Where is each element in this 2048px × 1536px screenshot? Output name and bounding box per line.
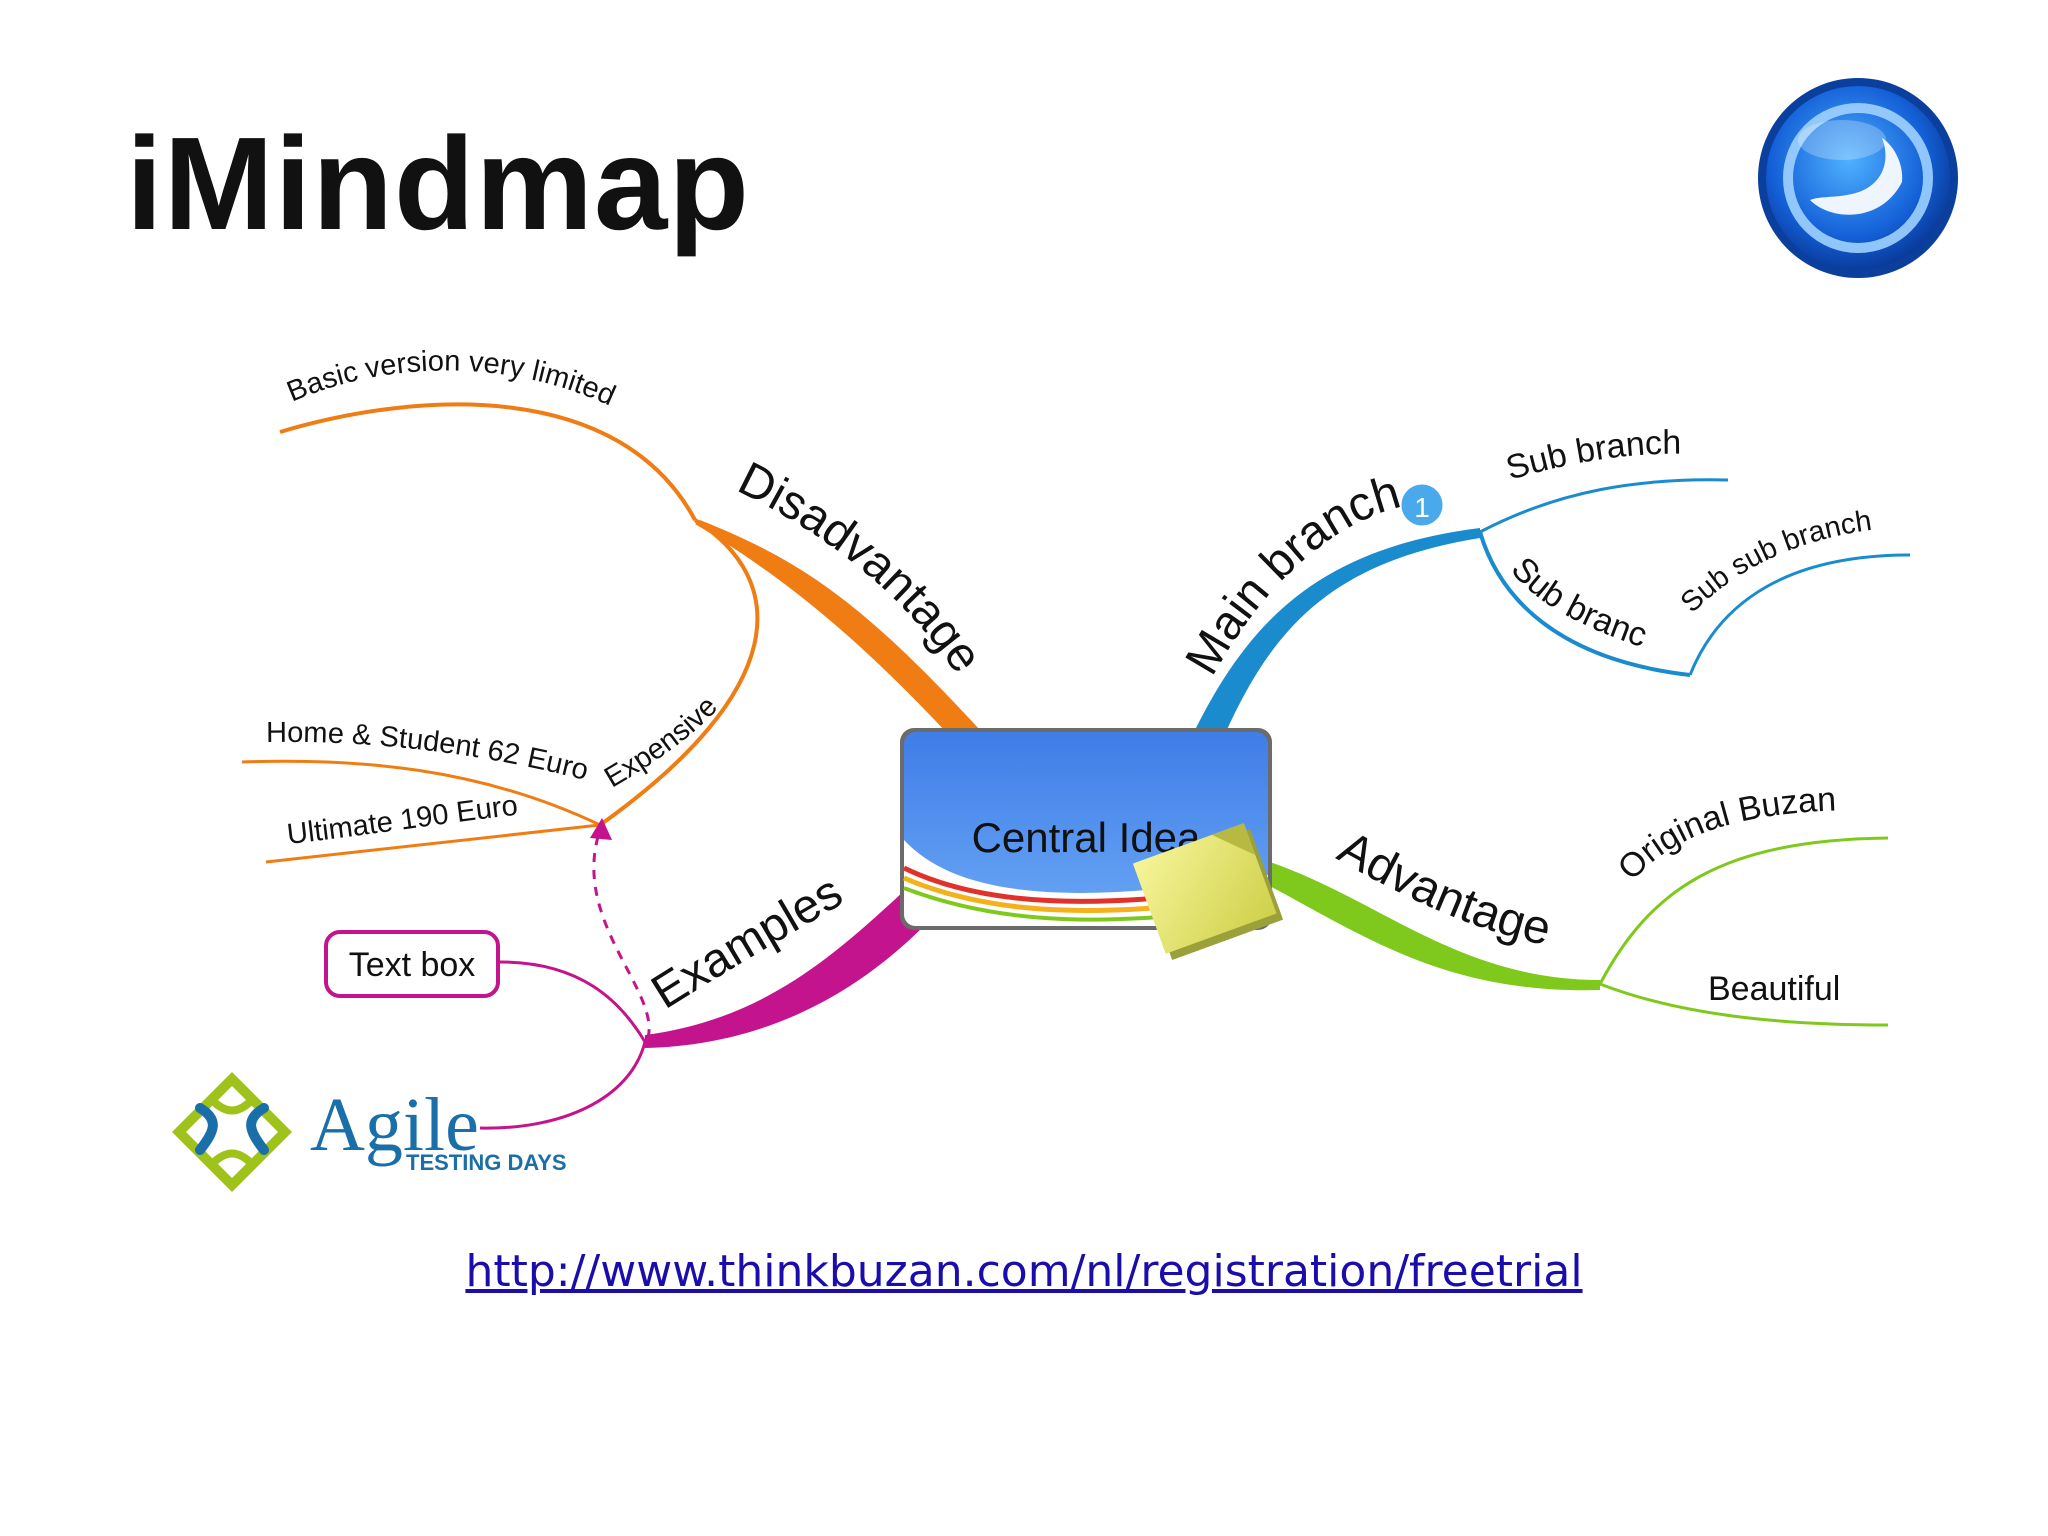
svg-text:Basic version very limited: Basic version very limited bbox=[282, 345, 620, 412]
label-beautiful: Beautiful bbox=[1708, 970, 1840, 1008]
svg-text:Original Buzan: Original Buzan bbox=[1611, 780, 1837, 887]
info-badge-icon: 1 bbox=[1398, 481, 1446, 529]
label-original-buzan: Original Buzan bbox=[1611, 780, 1837, 887]
freetrial-link[interactable]: http://www.thinkbuzan.com/nl/registratio… bbox=[465, 1246, 1583, 1297]
agile-logo-icon bbox=[172, 1072, 292, 1192]
info-badge-number: 1 bbox=[1414, 492, 1430, 523]
branch-examples bbox=[479, 818, 925, 1130]
agile-logo-tagline: TESTING DAYS bbox=[406, 1150, 567, 1175]
label-main-branch: Main branch bbox=[1176, 466, 1407, 684]
branch-advantages bbox=[1268, 836, 1889, 1027]
textbox-node: Text box bbox=[324, 930, 500, 998]
svg-text:Sub branch: Sub branch bbox=[0, 0, 1652, 655]
branch-disadvantages bbox=[241, 402, 980, 864]
slide-title: iMindmap bbox=[126, 110, 750, 257]
label-sub-branch-2: Sub branch bbox=[0, 0, 1652, 655]
svg-text:Sub branch: Sub branch bbox=[1502, 424, 1682, 488]
app-logo-icon bbox=[1758, 78, 1958, 278]
svg-text:Home & Student 62 Euro: Home & Student 62 Euro bbox=[266, 717, 592, 787]
sticky-note-icon bbox=[1132, 823, 1284, 960]
label-sub-branch-1: Sub branch bbox=[1502, 424, 1682, 488]
svg-text:Main branch: Main branch bbox=[1176, 466, 1407, 684]
label-sub-sub-branch: Sub sub branch bbox=[1675, 505, 1874, 619]
label-disadvantages: Disadvantages bbox=[0, 0, 992, 682]
label-ultimate: Ultimate 190 Euro bbox=[285, 790, 519, 851]
svg-text:Ultimate 190 Euro: Ultimate 190 Euro bbox=[285, 790, 519, 851]
svg-text:Disadvantages: Disadvantages bbox=[0, 0, 992, 682]
svg-text:Sub sub branch: Sub sub branch bbox=[1675, 505, 1874, 619]
branch-main bbox=[1195, 478, 1911, 734]
label-home-student: Home & Student 62 Euro bbox=[266, 717, 592, 787]
agile-logo-word: Agile bbox=[310, 1083, 479, 1167]
textbox-label: Text box bbox=[349, 946, 476, 984]
label-basic-version: Basic version very limited bbox=[282, 345, 620, 412]
